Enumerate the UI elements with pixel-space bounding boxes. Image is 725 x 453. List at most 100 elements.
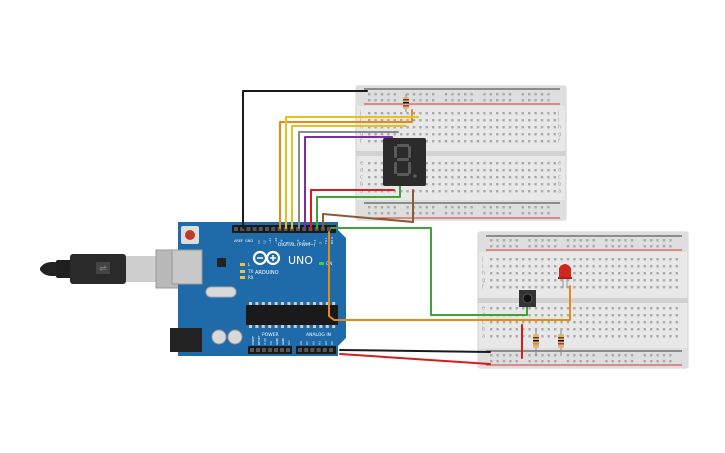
breadboard-hole[interactable]	[470, 119, 473, 122]
breadboard-hole[interactable]	[374, 169, 377, 172]
rail-hole[interactable]	[419, 99, 422, 102]
breadboard-hole[interactable]	[393, 133, 396, 136]
breadboard-hole[interactable]	[534, 328, 538, 331]
breadboard-hole[interactable]	[412, 112, 416, 115]
breadboard-hole[interactable]	[656, 286, 659, 289]
breadboard-hole[interactable]	[528, 321, 531, 324]
rail-hole[interactable]	[464, 212, 467, 215]
breadboard-hole[interactable]	[547, 335, 550, 338]
rail-hole[interactable]	[534, 239, 538, 242]
breadboard-hole[interactable]	[643, 272, 646, 275]
breadboard-hole[interactable]	[438, 169, 441, 172]
breadboard-hole[interactable]	[457, 133, 460, 136]
breadboard-hole[interactable]	[662, 335, 666, 338]
breadboard-hole[interactable]	[521, 183, 524, 186]
rail-hole[interactable]	[656, 354, 659, 357]
breadboard-hole[interactable]	[534, 265, 538, 268]
breadboard-hole[interactable]	[534, 190, 537, 193]
breadboard-hole[interactable]	[438, 176, 441, 179]
header-pin[interactable]	[283, 227, 288, 231]
rail-hole[interactable]	[483, 212, 486, 215]
rail-hole[interactable]	[643, 354, 646, 357]
breadboard-hole[interactable]	[490, 265, 493, 268]
rail-hole[interactable]	[528, 212, 531, 215]
breadboard-hole[interactable]	[444, 112, 448, 115]
breadboard-hole[interactable]	[509, 265, 512, 268]
breadboard-hole[interactable]	[669, 272, 672, 275]
rail-hole[interactable]	[502, 245, 506, 248]
breadboard-hole[interactable]	[598, 328, 602, 331]
breadboard-hole[interactable]	[400, 126, 403, 129]
breadboard-hole[interactable]	[554, 328, 557, 331]
breadboard-hole[interactable]	[508, 140, 512, 143]
breadboard-hole[interactable]	[630, 258, 634, 261]
breadboard-hole[interactable]	[368, 176, 371, 179]
breadboard-hole[interactable]	[592, 265, 595, 268]
breadboard-hole[interactable]	[662, 328, 666, 331]
breadboard-hole[interactable]	[368, 183, 371, 186]
breadboard-hole[interactable]	[528, 126, 531, 129]
rail-hole[interactable]	[566, 354, 570, 357]
breadboard-hole[interactable]	[502, 126, 505, 129]
breadboard-hole[interactable]	[508, 169, 512, 172]
breadboard-hole[interactable]	[643, 279, 646, 282]
rail-hole[interactable]	[380, 93, 384, 96]
header-pin[interactable]	[314, 227, 319, 231]
breadboard-hole[interactable]	[515, 307, 518, 310]
breadboard-hole[interactable]	[586, 286, 589, 289]
header-pin[interactable]	[302, 227, 307, 231]
breadboard-hole[interactable]	[618, 258, 621, 261]
breadboard-hole[interactable]	[618, 328, 621, 331]
breadboard-hole[interactable]	[560, 328, 563, 331]
breadboard-hole[interactable]	[528, 279, 531, 282]
breadboard-hole[interactable]	[637, 286, 640, 289]
rail-hole[interactable]	[368, 206, 371, 209]
breadboard-hole[interactable]	[611, 314, 614, 317]
breadboard-hole[interactable]	[489, 176, 492, 179]
breadboard-hole[interactable]	[547, 162, 550, 165]
rail-hole[interactable]	[490, 354, 493, 357]
breadboard-hole[interactable]	[598, 286, 602, 289]
breadboard-hole[interactable]	[650, 335, 653, 338]
breadboard-hole[interactable]	[637, 307, 640, 310]
breadboard-hole[interactable]	[618, 307, 621, 310]
rail-hole[interactable]	[432, 206, 435, 209]
rail-hole[interactable]	[444, 212, 448, 215]
breadboard-hole[interactable]	[393, 119, 396, 122]
rail-hole[interactable]	[618, 354, 621, 357]
breadboard-hole[interactable]	[579, 314, 582, 317]
breadboard-hole[interactable]	[425, 133, 428, 136]
breadboard-hole[interactable]	[406, 112, 409, 115]
rail-hole[interactable]	[489, 206, 492, 209]
rail-hole[interactable]	[540, 93, 544, 96]
breadboard-hole[interactable]	[611, 279, 614, 282]
breadboard-hole[interactable]	[547, 119, 550, 122]
breadboard-hole[interactable]	[598, 335, 602, 338]
breadboard-hole[interactable]	[521, 133, 524, 136]
breadboard-hole[interactable]	[490, 272, 493, 275]
breadboard-hole[interactable]	[425, 183, 428, 186]
breadboard-hole[interactable]	[508, 176, 512, 179]
breadboard-hole[interactable]	[662, 286, 666, 289]
rail-hole[interactable]	[618, 239, 621, 242]
rail-hole[interactable]	[624, 239, 627, 242]
breadboard-hole[interactable]	[560, 279, 563, 282]
breadboard-hole[interactable]	[624, 307, 627, 310]
breadboard-hole[interactable]	[592, 314, 595, 317]
breadboard-hole[interactable]	[483, 126, 486, 129]
breadboard-hole[interactable]	[515, 265, 518, 268]
breadboard-hole[interactable]	[483, 162, 486, 165]
rail-hole[interactable]	[508, 93, 512, 96]
breadboard-hole[interactable]	[553, 126, 556, 129]
breadboard-hole[interactable]	[528, 307, 531, 310]
breadboard-hole[interactable]	[387, 190, 390, 193]
rail-hole[interactable]	[406, 206, 409, 209]
breadboard-hole[interactable]	[489, 140, 492, 143]
breadboard-hole[interactable]	[368, 119, 371, 122]
breadboard-hole[interactable]	[432, 133, 435, 136]
breadboard-hole[interactable]	[528, 335, 531, 338]
breadboard-hole[interactable]	[553, 183, 556, 186]
breadboard-hole[interactable]	[496, 272, 499, 275]
breadboard-hole[interactable]	[611, 307, 614, 310]
